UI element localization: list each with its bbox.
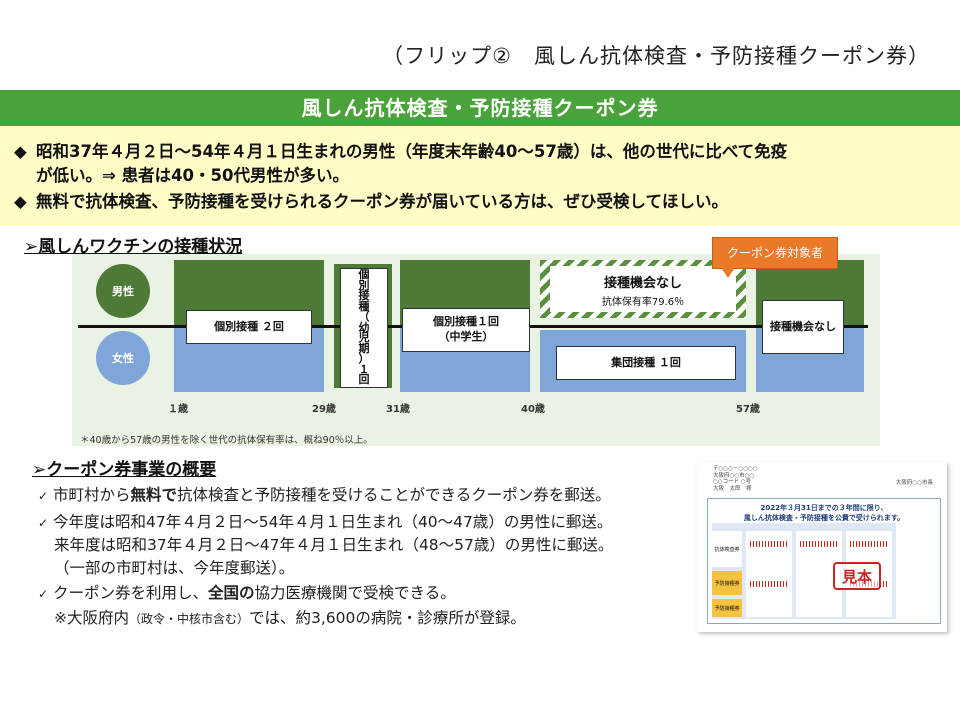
no-chance-box: 接種機会なし 抗体保有率79.6％ (550, 266, 736, 312)
barcode-icon (850, 541, 888, 547)
label-infant-char: １ (358, 362, 370, 376)
axis-label: 57歳 (736, 404, 760, 415)
notice-line-1b: が低い。⇒ 患者は40・50代男性が多い。 (36, 166, 349, 185)
body-line-2: ✓ 今年度は昭和47年４月２日～54年４月１日生まれ（40～47歳）の男性に郵送… (38, 513, 613, 531)
label-infant-char: 種 (358, 299, 370, 313)
male-circle: 男性 (96, 264, 150, 318)
coupon-side-text (900, 523, 936, 619)
coupon-header-2: 風しん抗体検査・予防接種を公費で受けられます。 (743, 514, 905, 522)
body-line-6: ※大阪府内（政令・中核市含む）では、約3,600の病院・診療所が登録。 (54, 609, 526, 627)
body-line-3: 来年度は昭和37年４月２日～47年４月１日生まれ（48～57歳）の男性に郵送。 (54, 536, 614, 554)
callout-tail (720, 266, 736, 278)
coupon-header-1: 2022年３月31日までの３年間に限り、 (760, 504, 888, 512)
coupon-row-label: 予防接種券 (712, 571, 742, 595)
notice-panel: ◆昭和37年４月２日～54年４月１日生まれの男性（年度末年齢40～57歳）は、他… (0, 126, 960, 226)
section-title-vaccination-status: ➢風しんワクチンの接種状況 (24, 237, 243, 257)
axis-label: １歳 (168, 404, 188, 415)
notice-line-2: ◆無料で抗体検査、予防接種を受けられるクーポン券が届いている方は、ぜひ受検してほ… (14, 192, 729, 211)
barcode-icon (750, 541, 788, 547)
body-line-5: ✓ クーポン券を利用し、全国の協力医療機関で受検できる。 (38, 584, 456, 602)
barcode-icon (750, 581, 788, 587)
label-infant-char: 幼 (358, 320, 370, 334)
notice-line-1: ◆昭和37年４月２日～54年４月１日生まれの男性（年度末年齢40～57歳）は、他… (14, 142, 788, 161)
body-line-1: ✓ 市町村から無料で抗体検査と予防接種を受けることができるクーポン券を郵送。 (38, 486, 611, 504)
diamond-bullet-icon: ◆ (14, 192, 27, 211)
label-infant-char: ） (358, 352, 370, 366)
diamond-bullet-icon: ◆ (14, 142, 27, 161)
check-icon: ✓ (38, 587, 49, 601)
axis-label: 40歳 (521, 404, 545, 415)
label-infant-char: 期 (358, 341, 370, 355)
no-chance-title: 接種機会なし (603, 276, 682, 291)
check-icon: ✓ (38, 516, 49, 530)
coupon-row-label: 抗体検査券 (712, 531, 742, 567)
label-infant-char: （ (358, 310, 370, 324)
coupon-target-callout: クーポン券対象者 (712, 237, 838, 269)
check-icon: ✓ (38, 489, 49, 503)
label-infant-char: 回 (358, 373, 370, 387)
coupon-sample-image: 〒○○○－○○○○ 大阪府○○市○○ ○○コード ○号 大阪 太郎 様 大阪府○… (697, 462, 947, 632)
label-infant-char: 児 (358, 331, 370, 345)
label-infant-char: 個 (358, 268, 370, 282)
chart-footnote: ＊40歳から57歳の男性を除く世代の抗体保有率は、概ね90％以上。 (80, 435, 373, 446)
flip-title: （フリップ② 風しん抗体検査・予防接種クーポン券） (382, 44, 930, 68)
sample-stamp: 見本 (833, 562, 881, 590)
axis-label: 29歳 (312, 404, 336, 415)
label-no-chance-right: 接種機会なし (762, 300, 844, 354)
antibody-rate: 抗体保有率79.6％ (601, 297, 685, 308)
label-individual-1: 個別接種１回 （中学生） (402, 308, 530, 352)
label-individual-2: 個別接種 ２回 (186, 310, 312, 344)
section-title-coupon-overview: ➢クーポン券事業の概要 (32, 460, 217, 480)
label-group-1: 集団接種 １回 (556, 346, 736, 380)
axis-label: 31歳 (386, 404, 410, 415)
female-circle: 女性 (96, 331, 150, 385)
label-infant-char: 別 (358, 278, 370, 292)
body-line-4: （一部の市町村は、今年度郵送）。 (54, 559, 295, 577)
coupon-row-label: 予防接種券 (712, 599, 742, 617)
label-infant-char: 接 (358, 289, 370, 303)
coupon-issuer: 大阪府○○市長 (895, 480, 933, 486)
coupon-address: 〒○○○－○○○○ 大阪府○○市○○ ○○コード ○号 大阪 太郎 様 (713, 466, 758, 492)
coupon-body: 2022年３月31日までの３年間に限り、 風しん抗体検査・予防接種を公費で受けら… (707, 498, 941, 624)
barcode-icon (800, 541, 838, 547)
banner-title: 風しん抗体検査・予防接種クーポン券 (0, 90, 960, 126)
